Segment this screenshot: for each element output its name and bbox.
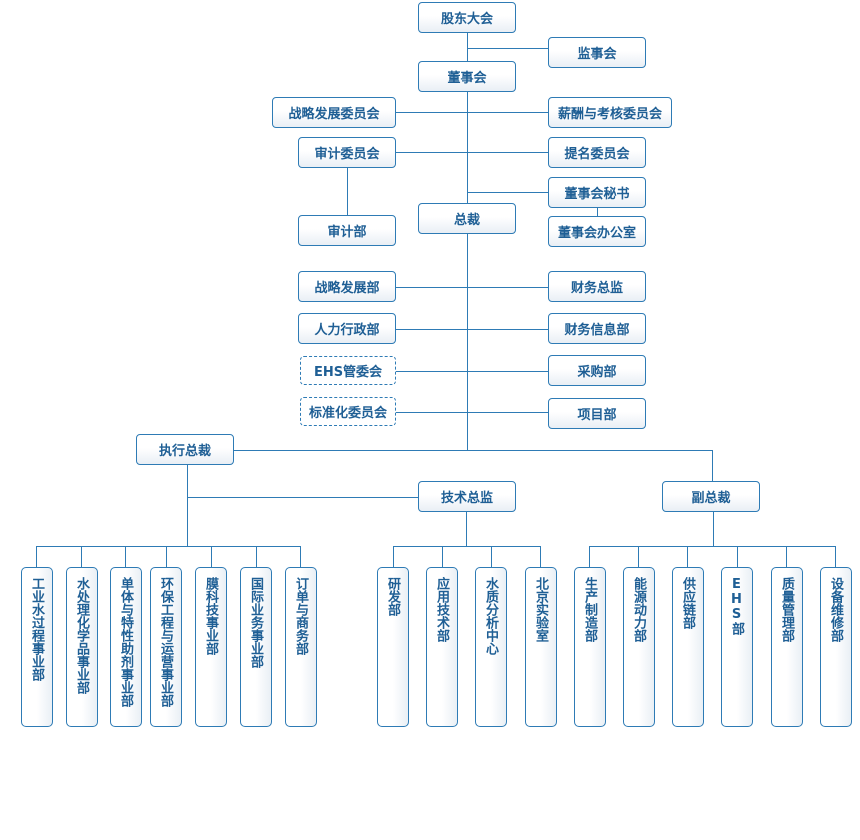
project-department-box: 项目部 [548, 398, 646, 429]
hr-admin-department-box: 人力行政部 [298, 313, 396, 344]
department-box: 质量管理部 [771, 567, 803, 727]
audit-department-box: 审计部 [298, 215, 396, 246]
board-office-box: 董事会办公室 [548, 216, 646, 247]
department-box: 供应链部 [672, 567, 704, 727]
department-box: 生产制造部 [574, 567, 606, 727]
department-box: 工业水过程事业部 [21, 567, 53, 727]
department-box: 订单与商务部 [285, 567, 317, 727]
executive-president-box: 执行总裁 [136, 434, 234, 465]
department-box: 水质分析中心 [475, 567, 507, 727]
cfo-box: 财务总监 [548, 271, 646, 302]
procurement-department-box: 采购部 [548, 355, 646, 386]
department-box: 国际业务事业部 [240, 567, 272, 727]
audit-committee-box: 审计委员会 [298, 137, 396, 168]
vice-president-box: 副总裁 [662, 481, 760, 512]
department-box: 膜科技事业部 [195, 567, 227, 727]
president-box: 总裁 [418, 203, 516, 234]
department-box: 北京实验室 [525, 567, 557, 727]
technical-director-box: 技术总监 [418, 481, 516, 512]
shareholders-meeting-box: 股东大会 [418, 2, 516, 33]
standardization-committee-box: 标准化委员会 [300, 397, 396, 426]
finance-info-department-box: 财务信息部 [548, 313, 646, 344]
board-of-directors-box: 董事会 [418, 61, 516, 92]
ehs-committee-box: EHS管委会 [300, 356, 396, 385]
department-box: 能源动力部 [623, 567, 655, 727]
department-box: EHS部 [721, 567, 753, 727]
compensation-committee-box: 薪酬与考核委员会 [548, 97, 672, 128]
strategy-department-box: 战略发展部 [298, 271, 396, 302]
department-box: 水处理化学品事业部 [66, 567, 98, 727]
strategy-committee-box: 战略发展委员会 [272, 97, 396, 128]
department-box: 环保工程与运营事业部 [150, 567, 182, 727]
board-secretary-box: 董事会秘书 [548, 177, 646, 208]
department-box: 研发部 [377, 567, 409, 727]
department-box: 设备维修部 [820, 567, 852, 727]
department-box: 应用技术部 [426, 567, 458, 727]
department-box: 单体与特性助剂事业部 [110, 567, 142, 727]
supervisory-board-box: 监事会 [548, 37, 646, 68]
nomination-committee-box: 提名委员会 [548, 137, 646, 168]
